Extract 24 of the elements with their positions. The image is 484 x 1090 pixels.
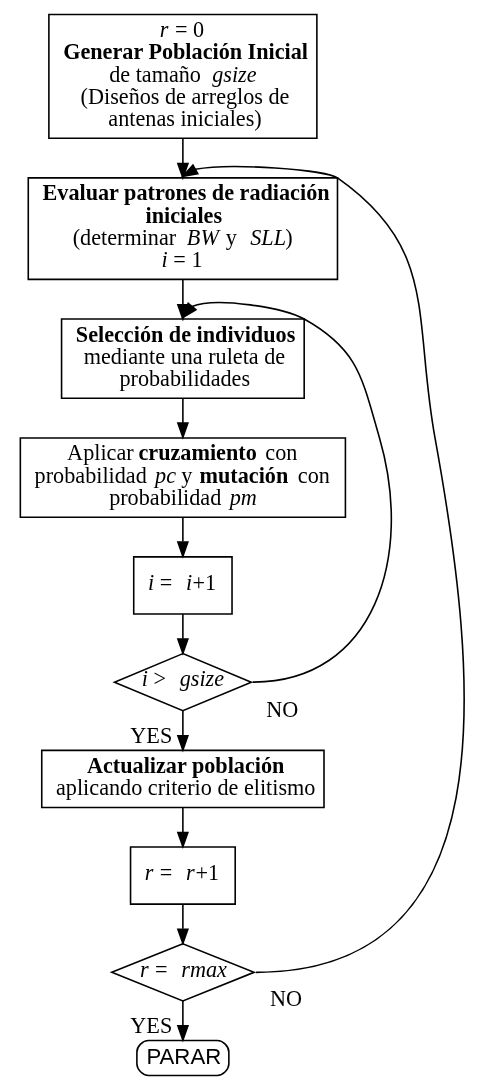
arrow [176,613,189,656]
arrow [180,301,392,683]
edge-label: NO [265,696,298,722]
node-diamond: r = rmax [109,942,256,1002]
arrow [176,806,189,850]
node-box: i = i+1 [132,556,233,615]
edge-label: YES [129,723,172,749]
edge-label: YES [129,1013,172,1039]
arrow [176,903,189,946]
node-box: Evaluar patrones de radiación iniciales (determinar BW y SLL) i = 1 [26,177,338,281]
node-box: PARAR [135,1039,230,1077]
arrow [176,516,189,559]
node-box: r = r+1 [129,846,236,905]
arrow [176,710,189,753]
arrow [176,1000,189,1043]
arrow [180,163,465,974]
node-box: Aplicar cruzamiento con probabilidad pc y mutación con probabilidad pm [19,437,346,519]
node-box: Actualizar población aplicando criterio de elitismo [40,749,325,809]
arrow [176,137,189,181]
node-box: r = 0 Generar Población Inicial de tamaño gsize (Diseños de arreglos de antenas iniciales) [47,13,318,140]
node-diamond: i > gsize [111,652,253,712]
edge-label: NO [269,986,302,1012]
node-box: Selección de individuos mediante una ruleta de probabilidades [60,318,305,400]
arrow [176,398,189,440]
